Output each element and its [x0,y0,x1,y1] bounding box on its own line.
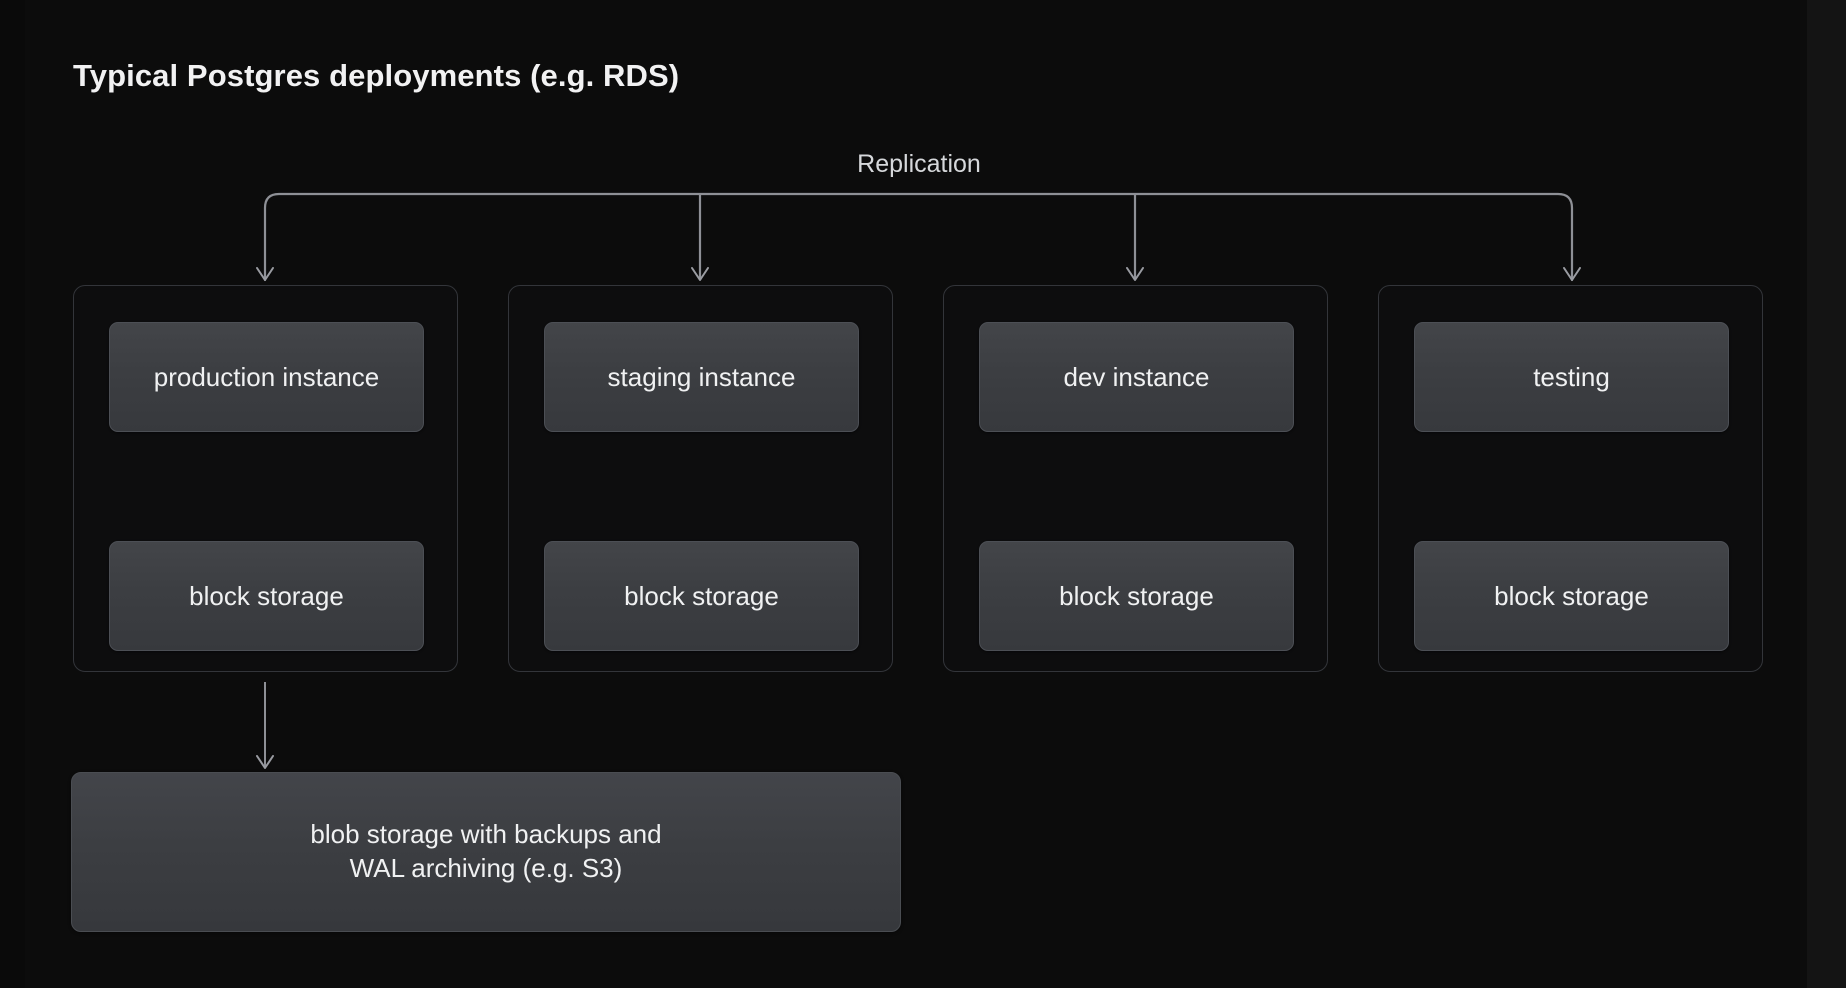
right-margin [1807,0,1846,988]
left-margin [0,0,25,988]
node-staging-instance[interactable]: staging instance [544,322,859,432]
node-testing-instance[interactable]: testing [1414,322,1729,432]
blob-storage-line-2: WAL archiving (e.g. S3) [349,853,623,883]
panel-testing[interactable]: testing block storage [1378,285,1763,672]
replication-drop-3 [1126,194,1144,281]
node-blob-storage[interactable]: blob storage with backups and WAL archiv… [71,772,901,932]
node-block-storage-testing[interactable]: block storage [1414,541,1729,651]
panel-production[interactable]: production instance block storage [73,285,458,672]
node-block-storage-staging[interactable]: block storage [544,541,859,651]
panel-staging[interactable]: staging instance block storage [508,285,893,672]
node-dev-instance[interactable]: dev instance [979,322,1294,432]
panel-dev[interactable]: dev instance block storage [943,285,1328,672]
page-title: Typical Postgres deployments (e.g. RDS) [73,58,680,93]
node-block-storage-dev[interactable]: block storage [979,541,1294,651]
node-block-storage-production[interactable]: block storage [109,541,424,651]
replication-drop-2 [691,194,709,281]
node-production-instance[interactable]: production instance [109,322,424,432]
replication-bus [256,192,1581,282]
backup-arrow [256,682,274,769]
blob-storage-line-1: blob storage with backups and [310,819,662,850]
